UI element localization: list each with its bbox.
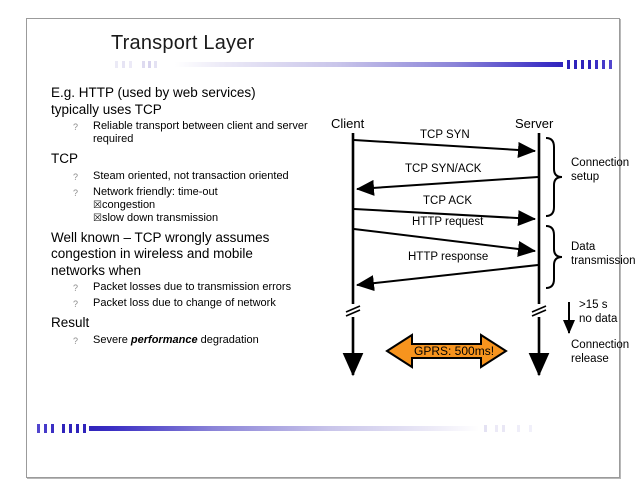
arrow-http-request	[353, 228, 536, 257]
slide-body-text: E.g. HTTP (used by web services) typical…	[51, 85, 333, 347]
sub-bullet-line: ? Packet loss due to change of network	[51, 297, 333, 310]
sub-bullet-line: ? Steam oriented, not transaction orient…	[51, 170, 333, 183]
slide-canvas: Transport Layer E.g. HTTP (used by web s…	[26, 18, 636, 478]
message-label-http-response: HTTP response	[408, 251, 489, 263]
server-lifeline	[528, 133, 550, 377]
brace-label-data-transmission: Data transmission	[571, 241, 636, 267]
sub-bullet-line: ? Severe performance degradation	[51, 334, 333, 347]
actor-label-client: Client	[331, 116, 365, 131]
brace-connection-setup	[545, 137, 563, 217]
sub-bullet-line: ? Network friendly: time-out	[51, 186, 333, 199]
bullet-line: E.g. HTTP (used by web services)	[51, 85, 256, 100]
bullet-marker-icon: ?	[73, 187, 79, 198]
message-label-tcp-syn: TCP SYN	[420, 129, 470, 141]
diagram-canvas	[342, 133, 575, 377]
bullet-marker-icon: ?	[73, 299, 79, 309]
sequence-diagram: Client Server TCP SYN TCP SYN/ACK TCP AC…	[313, 99, 636, 399]
page-title: Transport Layer	[111, 32, 255, 54]
bottom-gradient-rule	[89, 426, 479, 431]
sub-bullet-text: Network friendly: time-out	[93, 185, 218, 198]
sub-bullet-text: Severe performance degradation	[93, 333, 259, 346]
actor-label-server: Server	[515, 116, 554, 131]
sub-bullet-text: Steam oriented, not transaction oriented	[93, 169, 289, 182]
bullet-line: congestion in wireless and mobile	[51, 246, 253, 261]
sub-sub-bullet-text: congestion	[101, 198, 156, 211]
bullet-line: TCP	[51, 151, 78, 166]
bullet-marker-icon: ?	[73, 171, 79, 182]
message-label-tcp-syn-ack: TCP SYN/ACK	[405, 163, 482, 175]
bullet-marker-icon: ?	[73, 283, 79, 293]
brace-label-connection-setup: Connection setup	[571, 157, 630, 183]
arrow-tcp-syn	[353, 139, 536, 158]
client-lifeline	[342, 133, 364, 377]
bullet-line: Result	[51, 315, 90, 330]
boxed-x-marker-icon: ☒	[93, 212, 102, 224]
boxed-x-marker-icon: ☒	[93, 199, 102, 211]
emphasis-word: performance	[130, 333, 198, 346]
top-decoration-bar	[115, 60, 615, 69]
sub-bullet-text: Packet losses due to transmission errors	[93, 281, 292, 293]
message-label-tcp-ack: TCP ACK	[423, 195, 472, 207]
bullet-marker-icon: ?	[73, 335, 79, 346]
bottom-decoration-bar	[37, 424, 537, 433]
sub-sub-bullet-line: ☒slow down transmission	[51, 212, 333, 225]
arrow-http-response	[356, 264, 539, 292]
brace-data-transmission	[545, 225, 563, 289]
gprs-highlight-label: GPRS: 500ms!	[414, 344, 495, 358]
timeout-label: >15 s no data	[579, 299, 618, 325]
bullet-line: networks when	[51, 262, 142, 278]
connection-release-label: Connection release	[571, 339, 630, 365]
top-gradient-rule	[175, 62, 563, 67]
sub-bullet-line: ? Packet losses due to transmission erro…	[51, 281, 333, 294]
sub-bullet-line: ? Reliable transport between client and …	[51, 120, 333, 146]
bullet-line: Well known – TCP wrongly assumes	[51, 229, 270, 245]
bullet-line: typically uses TCP	[51, 101, 162, 117]
gprs-double-arrow	[385, 333, 508, 369]
arrow-tcp-ack	[353, 208, 536, 227]
message-label-http-request: HTTP request	[412, 216, 484, 228]
arrow-tcp-syn-ack	[356, 176, 539, 196]
sub-sub-bullet-line: ☒congestion	[51, 199, 333, 212]
sub-sub-bullet-text: slow down transmission	[101, 211, 219, 224]
bullet-marker-icon: ?	[73, 122, 79, 132]
sub-bullet-text: Reliable transport between client and se…	[93, 120, 308, 145]
sub-bullet-text: Packet loss due to change of network	[93, 297, 276, 309]
